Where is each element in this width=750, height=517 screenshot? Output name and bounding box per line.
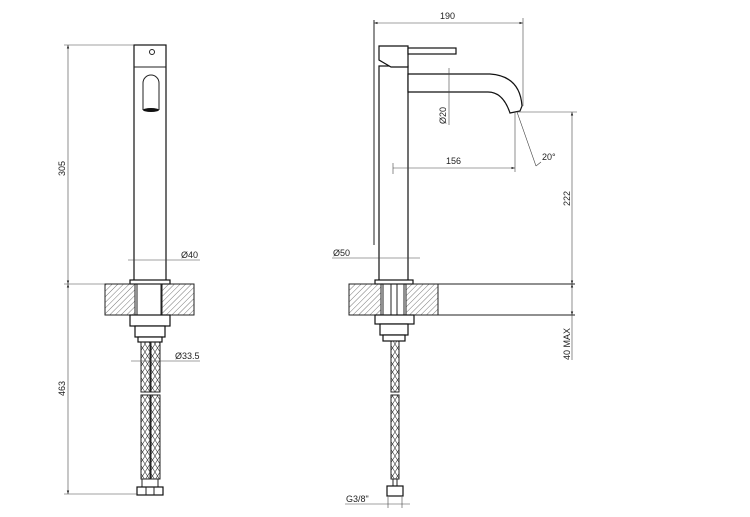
side-nut-lower: [379, 323, 409, 336]
hose-left-lower: [140, 394, 151, 480]
front-collar: [129, 279, 171, 285]
front-nut-lower: [134, 325, 166, 338]
dim-40max-label: 40 MAX: [562, 328, 572, 360]
side-deck-section-right: [405, 283, 439, 316]
dim-156-label: 156: [446, 156, 461, 166]
side-deck-section-left: [348, 283, 382, 316]
hose-left-upper: [140, 341, 151, 393]
dim-222-label: 222: [562, 191, 572, 206]
side-view: 190 Ø20 156 20° 222 40 MAX Ø50 G3/8": [332, 11, 577, 508]
front-nut: [129, 314, 171, 327]
spout: [407, 73, 523, 114]
dim-d33-5-label: Ø33.5: [175, 351, 200, 361]
side-hose-fitting: [386, 485, 404, 497]
side-nut: [374, 314, 415, 325]
front-indicator-hole: [149, 49, 155, 55]
dim-d20-label: Ø20: [438, 107, 448, 124]
deck-section-right: [161, 283, 195, 316]
handle-block: [378, 45, 409, 68]
hose-right-lower: [150, 394, 161, 480]
dim-305-label: 305: [57, 161, 67, 176]
dim-463-label: 463: [57, 381, 67, 396]
aerator-slot: [142, 74, 160, 110]
front-view: 305 463 Ø40 Ø33.5: [57, 44, 200, 496]
side-hose-collar: [382, 334, 406, 342]
front-hose-collar: [137, 336, 163, 343]
hose-ferrules: [141, 478, 159, 488]
aerator: [143, 108, 159, 112]
side-shank: [382, 283, 405, 316]
spray-angle-line: [516, 111, 537, 167]
dim-d40-label: Ø40: [181, 250, 198, 260]
front-shank: [136, 283, 162, 316]
dim-190-label: 190: [440, 11, 455, 21]
side-collar: [374, 279, 414, 285]
lever-handle[interactable]: [407, 47, 457, 55]
side-hose-lower: [390, 394, 400, 480]
dim-g3-8-label: G3/8": [346, 494, 369, 504]
side-body: [378, 65, 409, 282]
deck-section-left: [104, 283, 136, 316]
hose-right-upper: [150, 341, 161, 393]
dim-20deg-label: 20°: [542, 152, 556, 162]
front-body: [133, 44, 167, 282]
front-hose-fitting: [136, 486, 164, 496]
dim-d50-label: Ø50: [333, 248, 350, 258]
side-hose-upper: [390, 340, 400, 393]
